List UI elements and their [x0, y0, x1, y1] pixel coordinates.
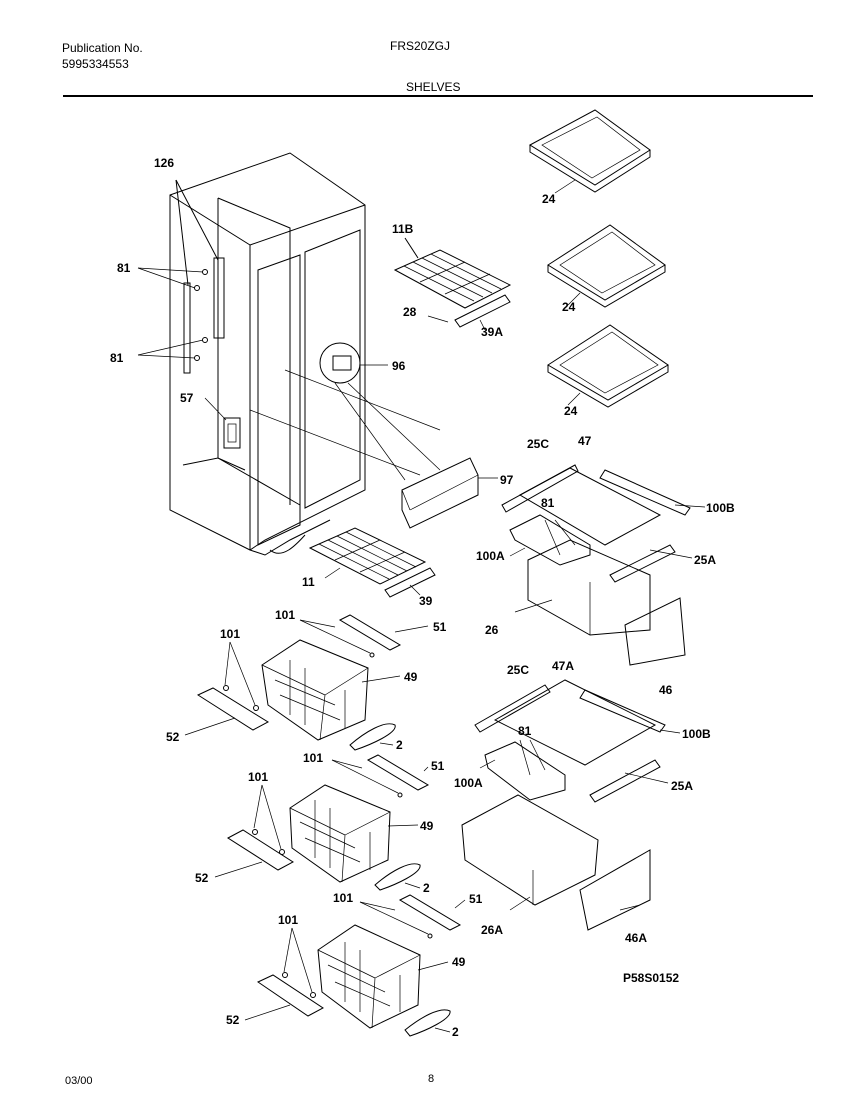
callout-49: 49	[404, 670, 418, 684]
callout-101: 101	[333, 891, 353, 905]
callout-100B: 100B	[682, 727, 711, 741]
callout-97: 97	[500, 473, 514, 487]
figure-code: P58S0152	[623, 971, 680, 985]
callout-25A: 25A	[694, 553, 716, 567]
part-126-drawing	[137, 179, 225, 374]
callout-47: 47	[578, 434, 592, 448]
callout-101: 101	[275, 608, 295, 622]
publication-number: 5995334553	[62, 57, 129, 71]
basket-set-2-drawing	[214, 754, 430, 891]
crisper-upper-drawing	[501, 464, 706, 666]
callout-labels: 126 81 81 57 96 11B 28 39A 97 11 39 24 2…	[110, 156, 735, 1039]
part-11B-drawing	[393, 237, 512, 331]
callout-51: 51	[469, 892, 483, 906]
callout-39A: 39A	[481, 325, 503, 339]
callout-39: 39	[419, 594, 433, 608]
callout-81: 81	[518, 724, 532, 738]
callout-24: 24	[562, 300, 576, 314]
callout-57: 57	[180, 391, 194, 405]
crisper-lower-drawing	[461, 679, 681, 931]
callout-100A: 100A	[454, 776, 483, 790]
callout-101: 101	[220, 627, 240, 641]
callout-81: 81	[117, 261, 131, 275]
callout-100B: 100B	[706, 501, 735, 515]
callout-25C: 25C	[507, 663, 529, 677]
callout-25A: 25A	[671, 779, 693, 793]
callout-2: 2	[452, 1025, 459, 1039]
cabinet-drawing	[169, 152, 441, 556]
callout-26A: 26A	[481, 923, 503, 937]
callout-26: 26	[485, 623, 499, 637]
model-number: FRS20ZGJ	[390, 39, 451, 53]
footer-date: 03/00	[65, 1075, 93, 1087]
callout-46A: 46A	[625, 931, 647, 945]
part-97-drawing	[401, 457, 498, 529]
callout-52: 52	[195, 871, 209, 885]
callout-101: 101	[278, 913, 298, 927]
callout-81: 81	[110, 351, 124, 365]
basket-set-1-drawing	[184, 614, 429, 751]
publication-label: Publication No.	[62, 41, 143, 55]
callout-51: 51	[433, 620, 447, 634]
callout-49: 49	[420, 819, 434, 833]
callout-126: 126	[154, 156, 174, 170]
callout-24: 24	[564, 404, 578, 418]
callout-24: 24	[542, 192, 556, 206]
callout-11: 11	[302, 575, 315, 589]
part-24-shelves-drawing	[528, 109, 669, 408]
callout-2: 2	[423, 881, 430, 895]
header-rule	[63, 95, 813, 97]
callout-28: 28	[403, 305, 417, 319]
section-title: SHELVES	[406, 80, 461, 94]
page-number: 8	[428, 1073, 435, 1085]
callout-25C: 25C	[527, 437, 549, 451]
part-96-drawing	[319, 342, 441, 481]
callout-81: 81	[541, 496, 555, 510]
part-57-drawing	[204, 397, 241, 449]
callout-101: 101	[248, 770, 268, 784]
callout-2: 2	[396, 738, 403, 752]
callout-46: 46	[659, 683, 673, 697]
callout-100A: 100A	[476, 549, 505, 563]
callout-52: 52	[166, 730, 180, 744]
callout-96: 96	[392, 359, 406, 373]
callout-51: 51	[431, 759, 445, 773]
callout-49: 49	[452, 955, 466, 969]
callout-52: 52	[226, 1013, 240, 1027]
basket-set-3-drawing	[244, 894, 466, 1037]
part-11-drawing	[308, 527, 436, 598]
callout-47A: 47A	[552, 659, 574, 673]
callout-101: 101	[303, 751, 323, 765]
callout-11B: 11B	[392, 222, 414, 236]
